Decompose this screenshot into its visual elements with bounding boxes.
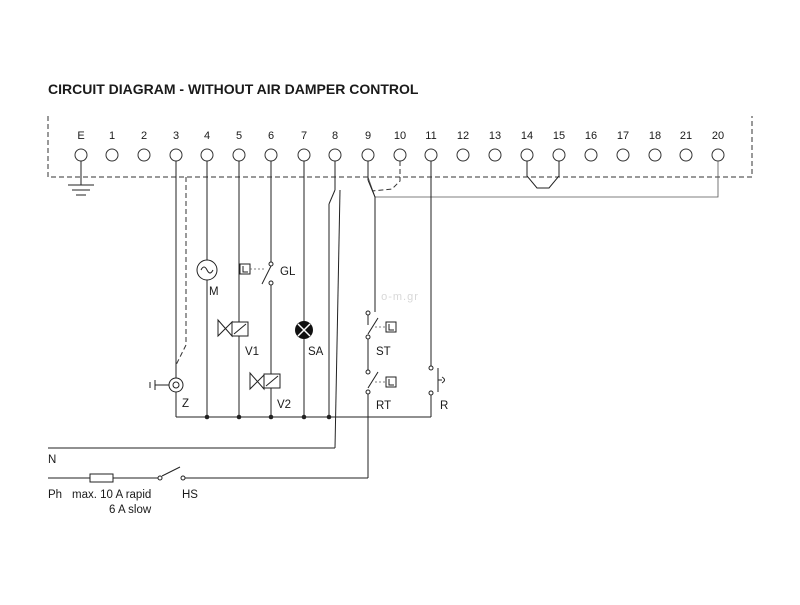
reset-button-icon (428, 365, 445, 417)
terminal-label: 12 (457, 130, 469, 142)
label-motor: M (209, 286, 219, 298)
terminal-label: 1 (109, 130, 115, 142)
terminal-label: 17 (617, 130, 629, 142)
terminal-label: 6 (268, 130, 274, 142)
label-valve2: V2 (277, 399, 291, 411)
label-gas-pressure: GL (280, 266, 296, 278)
wire-3-dashed (175, 177, 187, 366)
valve-v2-icon (249, 371, 281, 417)
label-reset: R (440, 400, 448, 412)
fuse-icon (89, 473, 114, 483)
link-10 (371, 161, 401, 192)
bus-junctions (204, 414, 332, 420)
label-main-switch: HS (182, 489, 198, 501)
ignition-transformer-icon (149, 377, 184, 417)
terminal-label: 5 (236, 130, 242, 142)
wire-8-neutral (334, 189, 341, 449)
terminal-label: 9 (365, 130, 371, 142)
label-ignition: Z (182, 398, 189, 410)
wire-9 (367, 179, 376, 312)
valve-v1-icon (217, 318, 249, 417)
wire-8 (328, 189, 336, 205)
label-phase: Ph (48, 489, 62, 501)
watermark: o-m.gr (381, 291, 419, 303)
motor-icon (196, 259, 218, 417)
fuse-rating-label: max. 10 A rapid (72, 489, 151, 501)
terminal-label: 21 (680, 130, 692, 142)
terminal-label: 18 (649, 130, 661, 142)
label-valve1: V1 (245, 346, 259, 358)
terminal-label: 4 (204, 130, 210, 142)
terminal-label: 20 (712, 130, 724, 142)
label-safety-thermostat: ST (376, 346, 391, 358)
terminal-label: 3 (173, 130, 179, 142)
gas-pressure-switch-icon (239, 261, 274, 374)
terminal-labels: E 1 2 3 4 5 6 7 8 9 10 11 12 13 14 15 16… (77, 130, 724, 142)
terminal-circles (74, 148, 725, 162)
main-switch-icon (157, 466, 186, 481)
terminal-label: 2 (141, 130, 147, 142)
terminal-label: 11 (425, 130, 436, 142)
terminal-label: 7 (301, 130, 307, 142)
earth-ground-icon (68, 161, 94, 196)
terminal-strip-box (47, 116, 753, 178)
label-alarm: SA (308, 346, 324, 358)
fuse-rating-label: 6 A slow (109, 504, 152, 516)
bridge-14-15 (526, 161, 560, 189)
label-neutral: N (48, 454, 56, 466)
terminal-label: 13 (489, 130, 501, 142)
terminal-label: 10 (394, 130, 406, 142)
regulating-thermostat-icon (365, 369, 397, 478)
terminal-label: E (77, 130, 84, 142)
label-regulating-thermostat: RT (376, 400, 391, 412)
safety-thermostat-icon (365, 310, 397, 370)
wire-20-to-9 (367, 161, 719, 198)
terminal-label: 14 (521, 130, 533, 142)
alarm-lamp-icon (295, 321, 313, 417)
diagram-title: CIRCUIT DIAGRAM - WITHOUT AIR DAMPER CON… (48, 81, 419, 97)
terminal-label: 8 (332, 130, 338, 142)
terminal-label: 16 (585, 130, 597, 142)
terminal-label: 15 (553, 130, 565, 142)
